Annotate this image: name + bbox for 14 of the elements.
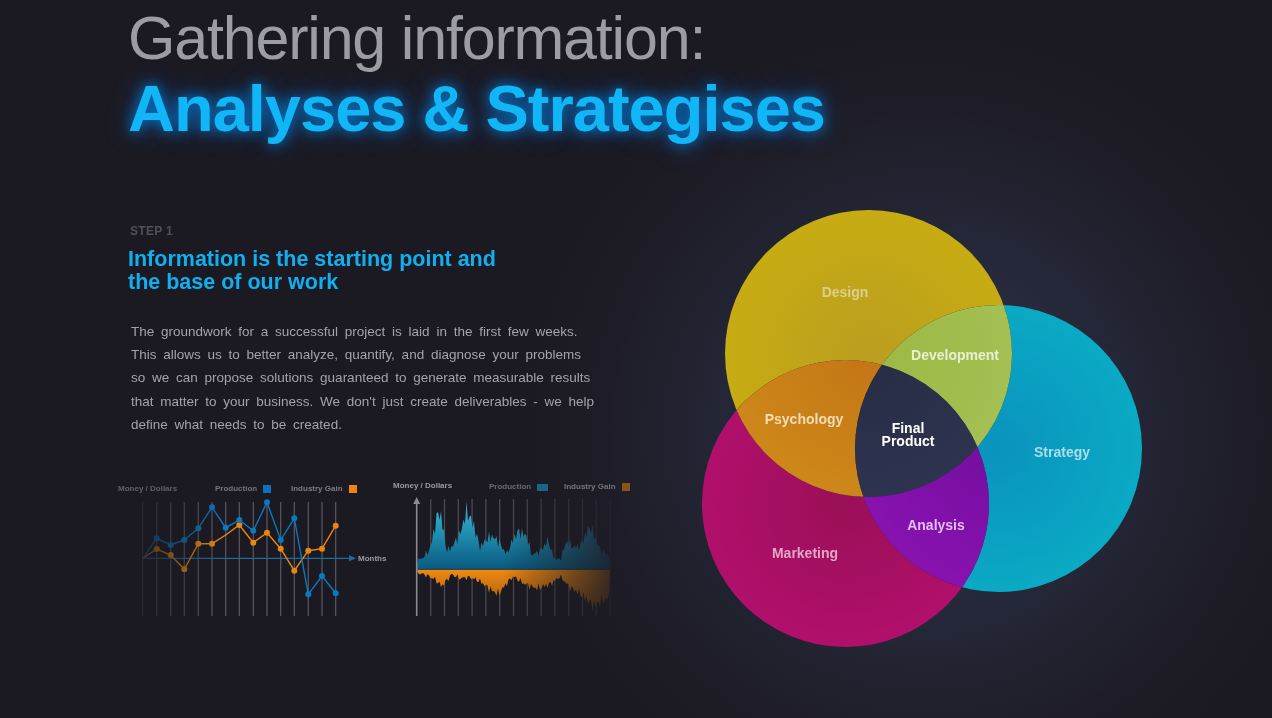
region-label: Analysis (907, 518, 965, 532)
page-title: Gathering information: Analyses & Strategises (128, 3, 825, 144)
section-heading: Information is the starting point and the base of our work (128, 248, 497, 294)
region-label: Development (911, 348, 999, 362)
axis-label: Money / Dollars (393, 481, 453, 491)
legend-label: Industry Gain (564, 482, 616, 492)
region-label: Final Product (880, 422, 936, 448)
body-text: The groundwork for a successful project is laid in the first few weeks. This allows us to better analyze, quantify, and diagnose your problems so we can propose solutions guaranteed to generate measurable results that matter to your business. We don't just create deliverables - we help define what needs to be created. (131, 323, 596, 434)
region-label: Design (821, 285, 869, 299)
legend-label: Production (489, 482, 532, 492)
step-label: STEP 1 (130, 224, 173, 238)
region-label: Strategy (1034, 445, 1090, 459)
region-label: Marketing (771, 546, 839, 560)
region-label: Psychology (764, 412, 844, 426)
